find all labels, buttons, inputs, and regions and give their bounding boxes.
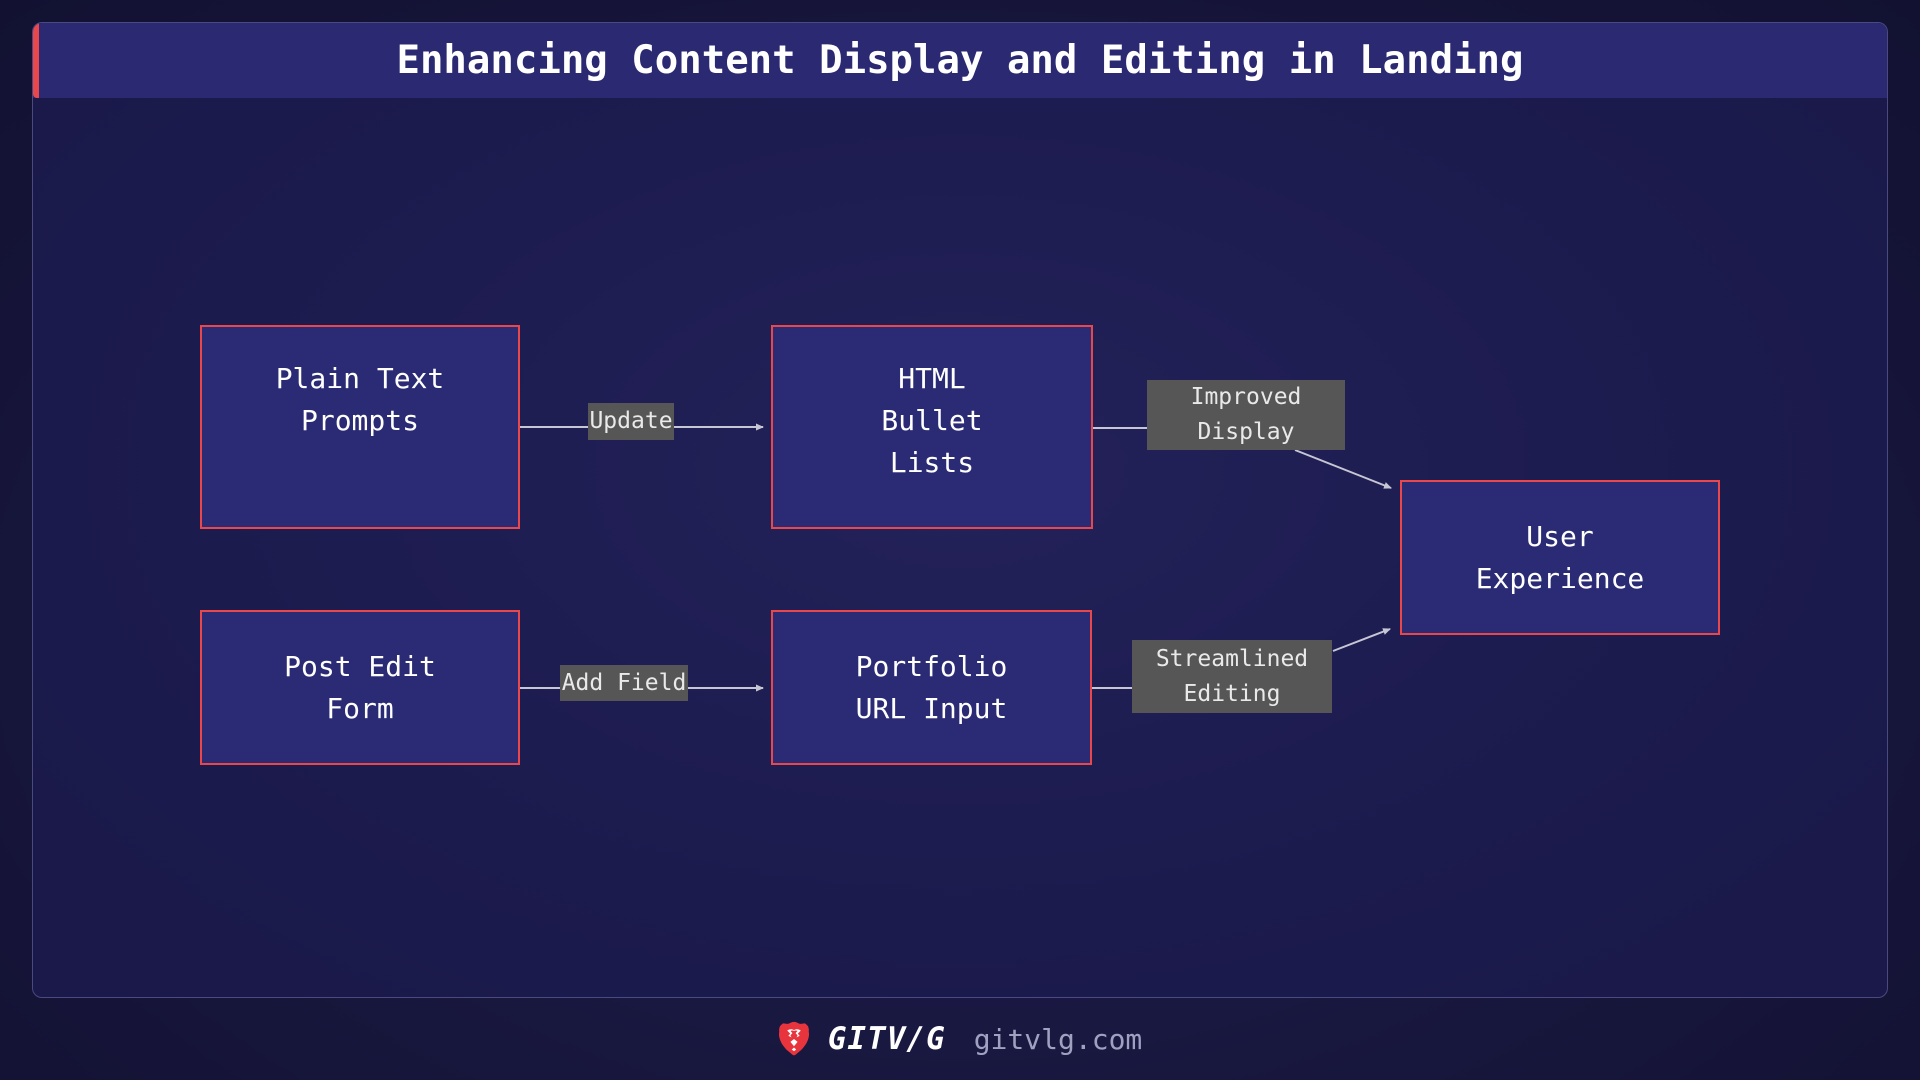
edge-label-improved-display: Improved Display [1147,380,1345,450]
node-post-edit-form: Post Edit Form [200,610,520,765]
node-user-experience: User Experience [1400,480,1720,635]
edge-label-add-field: Add Field [560,665,688,701]
edge-label-streamlined-editing: Streamlined Editing [1132,640,1332,713]
brand-name: GITV/G [827,1021,946,1057]
node-plain-text-prompts: Plain Text Prompts [200,325,520,529]
footer: GITV/G gitvlg.com [0,998,1920,1080]
edge-label-update: Update [588,403,674,440]
brand-domain: gitvlg.com [973,1022,1143,1056]
node-portfolio-url-input: Portfolio URL Input [771,610,1092,765]
title-bar: Enhancing Content Display and Editing in… [33,23,1887,98]
lion-icon [778,1021,809,1056]
page-title: Enhancing Content Display and Editing in… [396,38,1524,83]
node-html-bullet-lists: HTML Bullet Lists [771,325,1093,529]
